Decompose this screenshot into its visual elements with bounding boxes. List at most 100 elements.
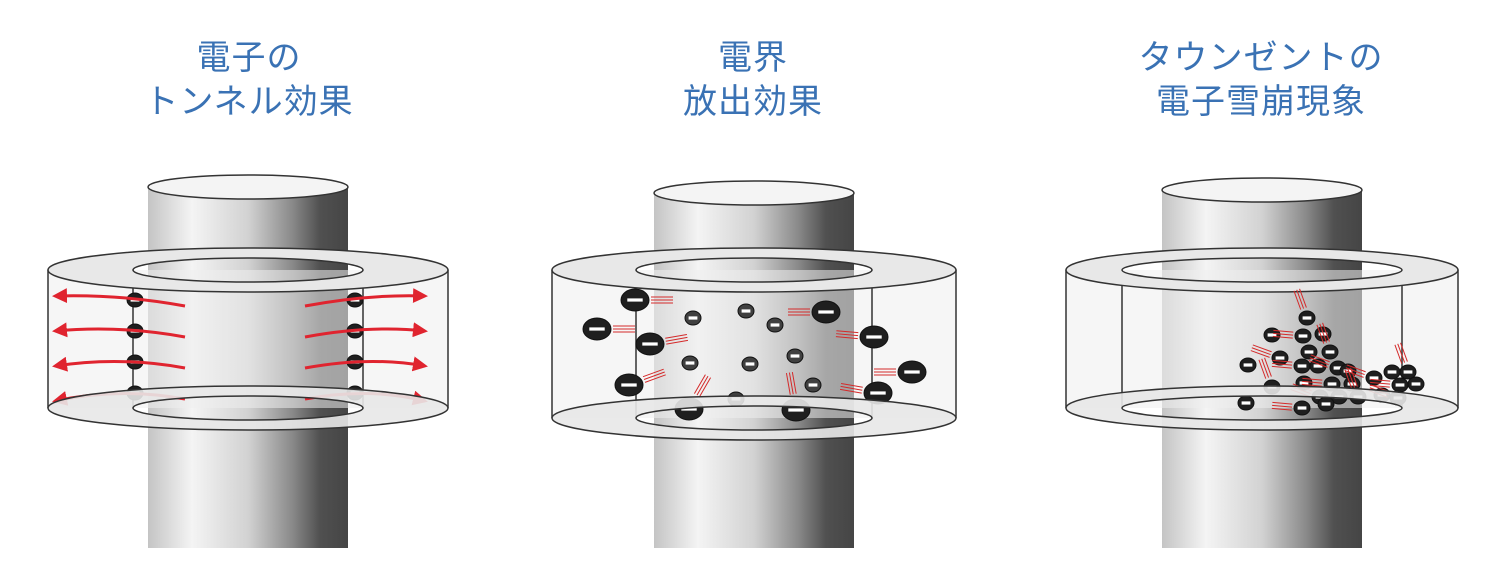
electron-minus-sign [745, 362, 755, 366]
electron [811, 300, 841, 324]
electron [1391, 377, 1409, 393]
title-line-2: トンネル効果 [144, 82, 354, 122]
electron-minus-sign [589, 327, 605, 331]
trail-line [696, 375, 709, 396]
electron-minus-sign [818, 310, 834, 314]
trail-line [1394, 344, 1403, 364]
trail-line [1322, 322, 1330, 342]
electron [804, 377, 822, 393]
trail-line [788, 372, 794, 395]
electron [582, 317, 612, 341]
trail-line [642, 368, 664, 378]
electron-trail [1316, 322, 1330, 344]
title-line-1: 電子の [196, 38, 302, 78]
panel-tunnel-effect: 電子の トンネル効果 [0, 0, 498, 567]
trail-line [1272, 362, 1293, 366]
tunnel-arrow-left [52, 288, 186, 308]
cylinder-top [653, 180, 855, 206]
trail-line [1252, 344, 1272, 353]
electron-trail [874, 368, 896, 376]
trail-line [1397, 343, 1406, 363]
cylinder-top [1161, 177, 1363, 203]
trail-line [1400, 342, 1408, 362]
electron [1298, 310, 1316, 326]
electron-trail [1394, 342, 1408, 364]
trail-line [644, 374, 666, 383]
electron [1399, 364, 1417, 380]
field-emission-diagram [551, 180, 957, 548]
trail-line [1302, 380, 1323, 384]
trail-line [643, 371, 665, 380]
trail-line [1319, 323, 1328, 343]
trail-line [1250, 350, 1270, 358]
electrode-ring-top [47, 247, 449, 293]
electrode-ring-top [551, 247, 957, 293]
panel-townsend-avalanche: タウンゼントの 電子雪崩現象 [1012, 0, 1496, 567]
trail-line [665, 336, 688, 342]
trail-line [785, 373, 791, 395]
electron-trail [651, 296, 673, 304]
trail-line [1293, 290, 1302, 310]
trail-line [791, 371, 797, 394]
electron [859, 325, 889, 349]
electron-minus-sign [1302, 316, 1312, 320]
electrode-ring-bottom [551, 395, 957, 441]
electron-minus-sign [1327, 382, 1337, 386]
electron-trail [1308, 354, 1330, 368]
trail-line [666, 339, 689, 345]
electron [766, 317, 784, 333]
electron-minus-sign [1267, 333, 1277, 337]
trail-line [840, 385, 863, 391]
panel-title: 電子の トンネル効果 [0, 36, 498, 124]
electron [635, 332, 665, 356]
trail-line [1272, 335, 1293, 339]
trail-line [1344, 370, 1364, 378]
electron [897, 360, 927, 384]
panel-title: タウンゼントの 電子雪崩現象 [1012, 36, 1496, 124]
panel-field-emission: 電界 放出効果 [504, 0, 1002, 567]
electron-minus-sign [621, 383, 637, 387]
title-line-1: タウンゼントの [1138, 38, 1384, 78]
trail-line [841, 382, 863, 388]
electron-minus-sign [627, 298, 643, 302]
tunnel-arrow-left [52, 322, 186, 339]
trail-line [836, 333, 859, 337]
electron-minus-sign [1243, 363, 1253, 367]
townsend-avalanche-diagram [1065, 177, 1459, 548]
electron-minus-sign [1395, 383, 1405, 387]
electron [614, 373, 644, 397]
electron [620, 288, 650, 312]
trail-line [1273, 332, 1294, 336]
electron-minus-sign [790, 354, 800, 358]
title-line-2: 電子雪崩現象 [1156, 82, 1366, 122]
trail-line [839, 388, 862, 394]
trail-line [665, 333, 687, 339]
trail-line [836, 330, 859, 334]
electron-minus-sign [1298, 334, 1308, 338]
trail-line [699, 377, 712, 397]
tunnel-effect-diagram [47, 174, 449, 548]
electron-minus-sign [685, 361, 695, 365]
trail-line [1345, 367, 1365, 376]
electron [681, 355, 699, 371]
cylinder-top [147, 174, 349, 200]
trail-line [1310, 354, 1330, 363]
electron-trail [613, 325, 635, 333]
tunnel-arrow-right [304, 356, 428, 372]
electron-trail [1293, 288, 1307, 310]
electrode-ring-bottom [47, 385, 449, 431]
trail-line [693, 374, 706, 394]
trail-line [1302, 377, 1323, 381]
trail-line [1271, 407, 1292, 411]
trail-line [1309, 357, 1329, 366]
electron-minus-sign [741, 309, 751, 313]
electron [684, 310, 702, 326]
electron-minus-sign [642, 342, 658, 346]
electrode-ring-bottom [1065, 385, 1459, 431]
electron-trail [1301, 377, 1323, 387]
electron-minus-sign [808, 383, 818, 387]
electron-minus-sign [1347, 382, 1357, 386]
electron-trail [835, 330, 859, 340]
trail-line [1273, 329, 1294, 333]
electron-trail [1272, 329, 1294, 339]
